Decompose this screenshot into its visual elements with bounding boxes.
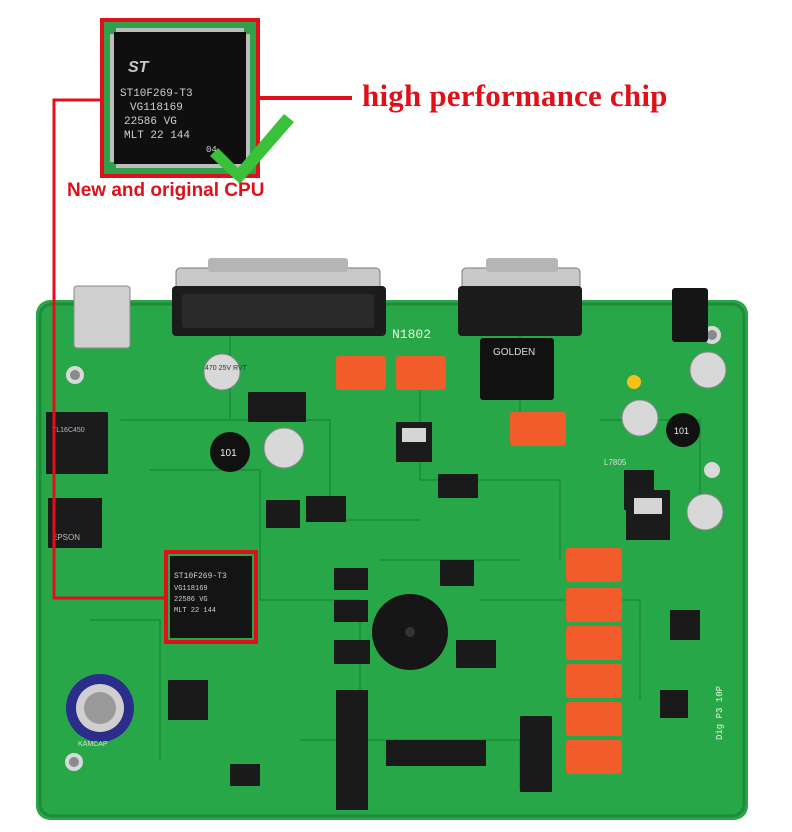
left-ics	[46, 412, 108, 548]
db9-connector	[458, 258, 582, 336]
chip-marking-line5: 04	[206, 145, 217, 155]
capacitors	[203, 351, 727, 531]
silkscreen-id: N1802	[392, 327, 431, 342]
board-chip-marking-2: VG118169	[174, 585, 208, 593]
silkscreen-bottom: Dig P3 10P	[715, 686, 725, 740]
dc-jack	[672, 288, 708, 342]
ic-left-top-label: TL16C450	[52, 427, 85, 434]
callout-connector-line	[52, 98, 166, 600]
yellow-capacitor	[627, 375, 641, 389]
board-chip-marking-3: 22586 VG	[174, 596, 208, 604]
ic-left-label: EPSON	[52, 533, 80, 542]
chip-marking-line4: MLT 22 144	[124, 130, 190, 142]
voltage-regulator	[396, 422, 670, 540]
chip-logo: ST	[128, 59, 150, 76]
regulator-label: L7805	[604, 458, 627, 467]
callout-subtitle: New and original CPU	[67, 180, 265, 201]
db25-connector	[172, 258, 386, 336]
chip-marking-line3: 22586 VG	[124, 116, 177, 128]
inductors	[210, 413, 700, 472]
small-ics	[168, 392, 700, 810]
callout-title: high performance chip	[362, 78, 668, 113]
cap-label: 470 25V RVT	[205, 365, 248, 372]
coil-label: 101	[220, 448, 237, 459]
coil-label-2: 101	[674, 426, 689, 436]
board-chip-marking-4: MLT 22 144	[174, 607, 216, 615]
battery-label: KAMCAP	[78, 741, 108, 748]
board-chip-marking-1: ST10F269-T3	[174, 572, 227, 581]
usb-connector	[73, 285, 131, 349]
orange-components	[336, 356, 622, 774]
relay	[480, 338, 554, 400]
battery	[66, 674, 134, 742]
pcb-board-edge	[38, 302, 746, 818]
relay-label: GOLDEN	[493, 347, 535, 358]
chip-marking-line1: ST10F269-T3	[120, 88, 193, 100]
chip-marking-line2: VG118169	[130, 102, 183, 114]
check-mark-icon	[210, 114, 294, 184]
